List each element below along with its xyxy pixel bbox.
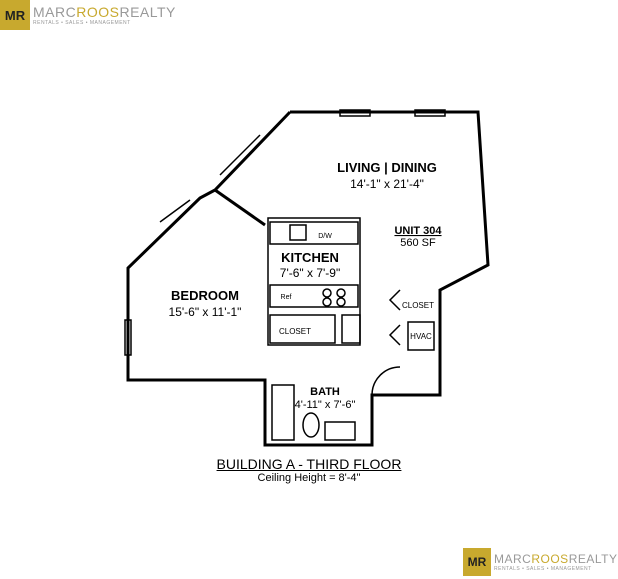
living-dims: 14'-1" x 21'-4" [350,177,424,191]
counter [269,221,359,245]
window [124,319,132,356]
window [219,134,261,176]
window [414,109,446,117]
dishwasher-label: D/W [318,233,332,240]
closet-box [269,314,336,344]
counter-lower [269,284,359,308]
ceiling-height: Ceiling Height = 8'-4" [257,472,361,484]
logo-tagline: RENTALS • SALES • MANAGEMENT [33,20,131,26]
logo-mark: MR [0,0,30,30]
window [339,109,371,117]
logo-brand-bottom: MARCROOSREALTY [494,552,618,566]
outer-wall [126,110,490,447]
kitchen-label: KITCHEN [281,250,339,265]
bath-label: BATH [310,386,340,398]
floor-title: BUILDING A - THIRD FLOOR [216,456,402,472]
logo-brand: MARCROOSREALTY [33,4,176,20]
bedroom-dims: 15'-6" x 11'-1" [169,305,242,319]
bedroom-label: BEDROOM [171,288,239,303]
closet-label: CLOSET [279,327,311,336]
bath-dims: 4'-11" x 7'-6" [295,399,356,411]
bath-sink [324,421,356,441]
logo-mark-bottom: MR [463,548,491,576]
interior-wall [214,188,266,227]
kitchen-box [267,217,361,346]
closet-label-2: CLOSET [402,301,434,310]
unit-area: 560 SF [400,237,436,249]
door-swing [371,366,401,396]
living-label: LIVING | DINING [337,160,437,175]
bathtub [271,384,295,441]
window [159,199,191,223]
toilet [302,412,320,438]
fridge-label: Ref [281,294,292,301]
hvac-box [407,321,435,351]
logo-bottom: MR MARCROOSREALTY RENTALS • SALES • MANA… [463,548,617,576]
logo-top: MR MARCROOSREALTY RENTALS • SALES • MANA… [0,0,176,30]
unit-label: UNIT 304 [394,225,442,237]
hvac-label: HVAC [410,332,432,341]
sink [289,224,307,241]
logo-tagline-bottom: RENTALS • SALES • MANAGEMENT [494,566,592,572]
kitchen-dims: 7'-6" x 7'-9" [280,266,340,280]
